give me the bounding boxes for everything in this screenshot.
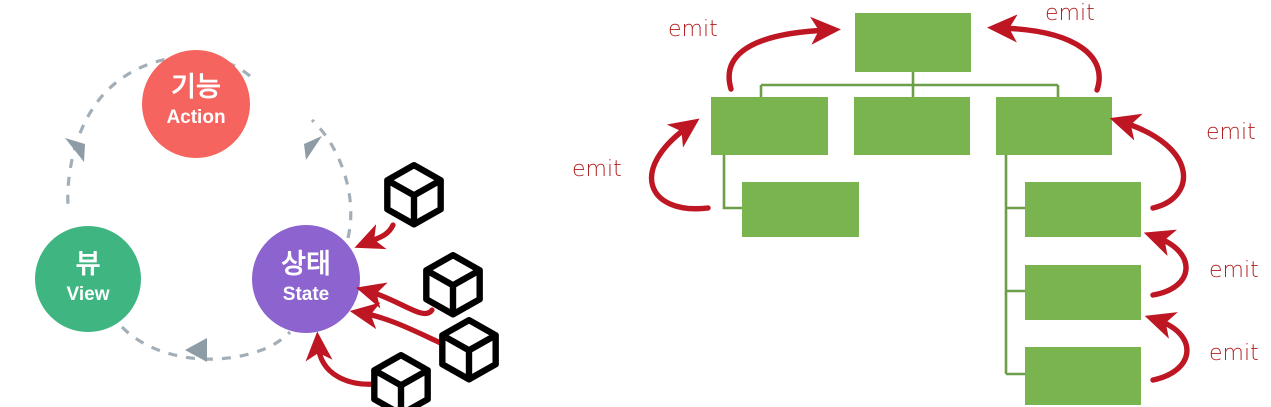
emit-arrow-mid-left: [648, 118, 711, 212]
node-state-circle: [252, 225, 360, 333]
tree-box-grandchild-right-3[interactable]: [1025, 347, 1141, 405]
node-state[interactable]: 상태 State: [252, 225, 360, 333]
node-state-label-kr: 상태: [281, 249, 331, 280]
emit-label-mid-left: emit: [572, 157, 622, 182]
tree-box-grandchild-left[interactable]: [742, 182, 859, 237]
node-action-label-en: Action: [166, 107, 225, 128]
emit-arrow-top-right: [987, 14, 1102, 93]
cycle-arrowhead-upper-right: [304, 136, 322, 160]
tree-box-grandchild-right-2[interactable]: [1025, 265, 1141, 320]
cube-arrow-3: [349, 302, 455, 351]
emit-arrow-mid-right: [1109, 113, 1187, 211]
left-diagram-panel: 기능 Action 뷰 View 상태 State: [0, 0, 550, 407]
cube-icon-1: [384, 161, 444, 228]
tree-box-root[interactable]: [855, 13, 971, 72]
state-action-view-cycle-svg: 기능 Action 뷰 View 상태 State: [35, 50, 499, 407]
cube-icon-3: [439, 316, 499, 383]
emit-label-bottom-right: emit: [1209, 341, 1259, 366]
node-view-label-kr: 뷰: [76, 249, 101, 280]
node-state-label-en: State: [283, 284, 329, 305]
cycle-arrowhead-upper-left: [65, 138, 85, 162]
node-action-label-kr: 기능: [171, 72, 221, 103]
tree-box-grandchild-right-1[interactable]: [1025, 182, 1141, 237]
node-view-label-en: View: [67, 284, 110, 305]
node-view-circle: [35, 226, 141, 332]
emit-arrow-low-right: [1143, 229, 1189, 298]
component-tree-emit-svg: emit emit emit emit emit emit: [572, 1, 1259, 405]
node-action-circle: [142, 50, 250, 158]
emit-label-top-right: emit: [1045, 1, 1095, 26]
tree-box-child-3[interactable]: [996, 97, 1112, 155]
emit-label-mid-right: emit: [1206, 120, 1256, 145]
cube-arrow-1: [354, 222, 396, 250]
emit-label-top-left: emit: [668, 17, 718, 42]
node-action[interactable]: 기능 Action: [142, 50, 250, 158]
node-view[interactable]: 뷰 View: [35, 226, 141, 332]
cube-arrow-4: [305, 331, 379, 387]
cycle-arrowhead-bottom: [185, 338, 207, 362]
cube-icon-2: [423, 251, 483, 318]
emit-arrow-top-left: [726, 16, 841, 92]
tree-box-child-1[interactable]: [711, 97, 828, 155]
cube-arrow-2: [355, 282, 435, 317]
tree-box-child-2[interactable]: [854, 97, 970, 155]
emit-arrow-bottom-right: [1144, 312, 1190, 383]
tree-connectors: [722, 72, 1060, 376]
emit-label-low-right: emit: [1209, 258, 1259, 283]
right-diagram-panel: emit emit emit emit emit emit: [550, 0, 1271, 407]
cube-icon-4: [371, 351, 431, 407]
